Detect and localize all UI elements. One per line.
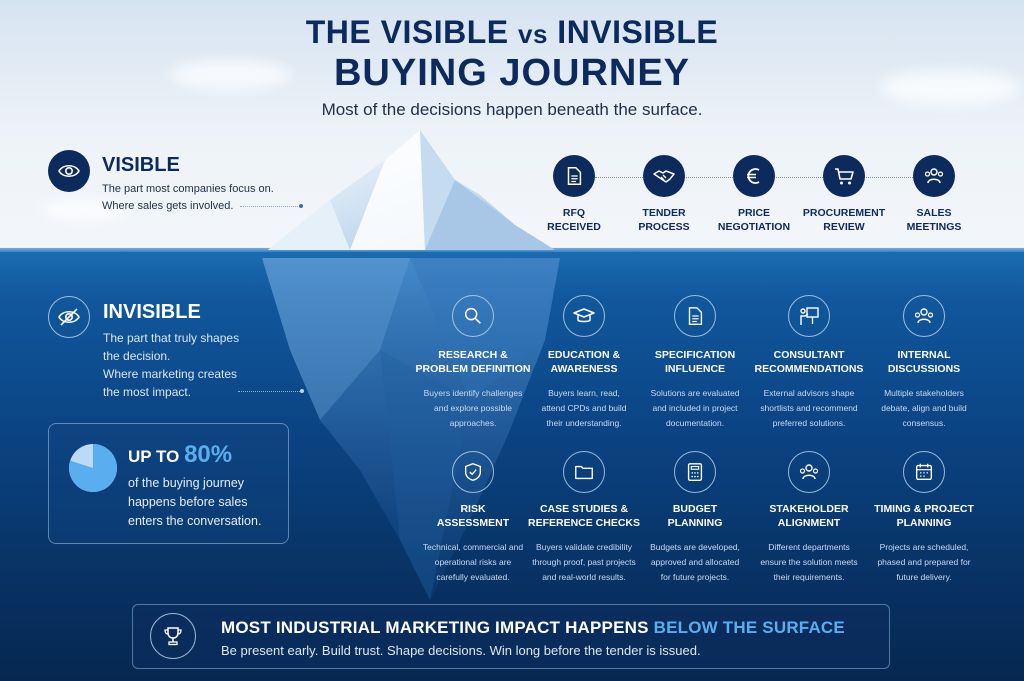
invisible-description: The part that truly shapes the decision.… [103,331,240,399]
shield-check-icon [452,451,494,493]
graduation-cap-icon [563,295,605,337]
card-label-education: EDUCATION &AWARENESS [547,349,621,375]
card-desc-budget: Budgets are developed,approved and alloc… [650,542,740,582]
card-desc-timing: Projects are scheduled,phased and prepar… [877,542,971,582]
pie-slice [69,444,117,492]
invisible-heading: INVISIBLE [103,301,201,323]
euro-icon [733,155,775,197]
stat-description: of the buying journey happens before sal… [128,476,262,528]
visible-connector [240,206,300,207]
trophy-icon [150,613,196,659]
visible-heading: VISIBLE [102,154,180,176]
cart-icon [823,155,865,197]
banner-title: MOST INDUSTRIAL MARKETING IMPACT HAPPENS… [221,618,845,637]
eye-slash-icon [48,296,90,338]
subtitle: Most of the decisions happen beneath the… [321,100,703,119]
stat-headline: UP TO 80% [128,441,233,468]
people-icon [913,155,955,197]
search-icon [452,295,494,337]
invisible-connector [238,391,302,392]
calendar-icon [903,451,945,493]
connector-dot [300,389,304,393]
visible-description: The part most companies focus on. Where … [102,183,274,212]
card-desc-education: Buyers learn, read,attend CPDs and build… [541,388,627,428]
team-icon [788,451,830,493]
card-label-research: RESEARCH &PROBLEM DEFINITION [415,349,531,375]
handshake-icon [643,155,685,197]
group-icon [903,295,945,337]
cloud [40,200,130,220]
document-icon [553,155,595,197]
cloud [170,60,290,90]
title-line-1: THE VISIBLE vs INVISIBLE [305,14,719,50]
spec-document-icon [674,295,716,337]
cloud [880,70,1020,106]
title-line-2: BUYING JOURNEY [333,52,691,94]
calculator-icon [674,451,716,493]
eye-icon [48,150,90,192]
banner-subtitle: Be present early. Build trust. Shape dec… [221,643,701,658]
stat-pie-chart [69,444,117,492]
presenter-icon [788,295,830,337]
connector-dot [299,204,303,208]
card-label-case-studies: CASE STUDIES &REFERENCE CHECKS [527,503,640,529]
sky-background [0,0,1024,252]
folder-icon [563,451,605,493]
bottom-banner [132,604,890,669]
